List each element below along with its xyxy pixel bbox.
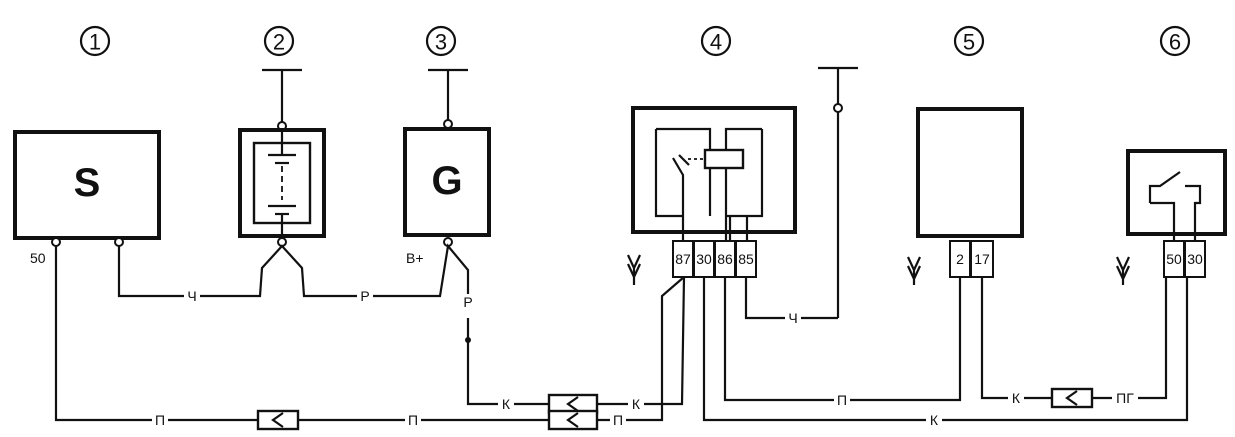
ground-connector-icon [627, 254, 641, 285]
wire-label: Ч [788, 310, 797, 326]
generator-block: G B+ [403, 68, 491, 266]
component-4-number: 4 [700, 25, 732, 57]
wire-label: К [632, 396, 641, 412]
wire-label: П [613, 412, 623, 428]
ground-terminal-4 [818, 66, 858, 318]
starter-block: S 50 [13, 130, 161, 266]
battery-block [238, 68, 326, 247]
plug-connector-icon [1050, 387, 1094, 409]
plug-connector-icon [547, 393, 599, 431]
svg-text:1: 1 [89, 30, 101, 55]
component-3-number: 3 [425, 25, 457, 57]
switch-contact-icon [678, 154, 690, 166]
svg-text:86: 86 [717, 251, 733, 267]
relay-coil-icon [688, 148, 745, 170]
battery-icon [268, 130, 296, 236]
component-5-number: 5 [953, 25, 985, 57]
wires [54, 243, 1189, 422]
wire-label: К [930, 412, 939, 428]
svg-text:4: 4 [710, 30, 722, 55]
svg-text:S: S [74, 161, 101, 205]
module-block: 2 17 [907, 107, 1024, 285]
wire-label: Р [463, 294, 472, 310]
svg-text:2: 2 [956, 251, 964, 267]
plug-connector-icon [256, 409, 300, 431]
wire-label: П [408, 412, 418, 428]
component-6-number: 6 [1159, 25, 1191, 57]
relay-block: 87 30 86 85 [627, 106, 797, 285]
svg-text:3: 3 [435, 30, 447, 55]
ground-connector-icon [907, 256, 921, 285]
svg-text:50: 50 [1166, 251, 1182, 267]
wire-label: Ч [187, 288, 196, 304]
relay-connector: 87 30 86 85 [672, 240, 757, 278]
wire-labels: Ч Р Р К К П П П Ч П К К ПГ [152, 288, 1138, 428]
wire-label: К [502, 396, 511, 412]
ground-connector-icon [1116, 256, 1130, 285]
wire-label: К [1012, 390, 1021, 406]
svg-text:2: 2 [273, 30, 285, 55]
svg-text:85: 85 [738, 251, 754, 267]
svg-text:30: 30 [1187, 251, 1203, 267]
svg-text:87: 87 [675, 251, 691, 267]
component-1-number: 1 [79, 25, 111, 57]
svg-text:30: 30 [696, 251, 712, 267]
svg-text:6: 6 [1169, 30, 1181, 55]
component-2-number: 2 [263, 25, 295, 57]
svg-text:17: 17 [974, 251, 990, 267]
wire-label: П [837, 392, 847, 408]
wire-label: П [155, 412, 165, 428]
svg-text:G: G [431, 159, 462, 203]
wire-label: Р [360, 288, 369, 304]
switch-block: 50 30 [1116, 149, 1227, 285]
wire-label: ПГ [1116, 390, 1134, 406]
svg-text:B+: B+ [406, 250, 424, 266]
svg-text:5: 5 [963, 30, 975, 55]
svg-text:50: 50 [30, 250, 46, 266]
